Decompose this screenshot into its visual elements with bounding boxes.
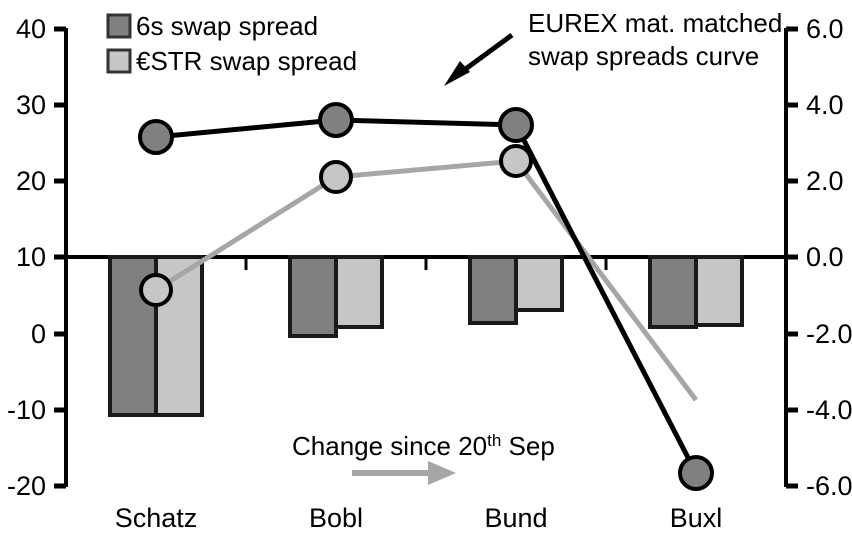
bar-estr-bund [514, 255, 564, 312]
right-tick-label: 6.0 [806, 14, 844, 44]
annotation-eurex-callout: EUREX mat. matched swap spreads curve [444, 8, 782, 86]
right-tick-label: 2.0 [806, 166, 844, 196]
left-tick-label: 20 [16, 166, 46, 196]
left-axis-tick-labels: 40 30 20 10 0 -10 -20 [7, 14, 46, 501]
line-series-eurex-curve [155, 117, 699, 475]
right-axis [784, 26, 798, 489]
bar-6s-schatz [108, 255, 158, 417]
category-label-buxl: Buxl [670, 503, 723, 533]
left-tick-label: 10 [16, 242, 46, 272]
left-tick-label: 40 [16, 14, 46, 44]
data-point-marker [498, 107, 534, 143]
right-tick-label: 0.0 [806, 242, 844, 272]
bar-group-bobl [288, 255, 384, 338]
data-point-marker [139, 273, 173, 307]
bar-estr-bobl [334, 255, 384, 329]
legend-label-estr: €STR swap spread [136, 46, 357, 76]
bar-6s-bobl [288, 255, 338, 338]
annotation-change-superscript: th [487, 431, 501, 450]
legend-swatch-estr [106, 48, 132, 74]
category-label-bund: Bund [484, 503, 547, 533]
right-tick-label: -2.0 [806, 319, 852, 349]
chart-legend: 6s swap spread €STR swap spread [106, 11, 357, 76]
annotation-eurex-line2: swap spreads curve [528, 41, 759, 71]
right-tick-label: -4.0 [806, 395, 852, 425]
left-tick-label: 0 [31, 319, 46, 349]
annotation-change-since-sep: Change since 20th Sep [292, 431, 555, 485]
category-axis-labels: Schatz Bobl Bund Buxl [115, 503, 723, 533]
annotation-change-text: Change since 20th Sep [292, 431, 555, 461]
left-tick-label: -20 [7, 471, 46, 501]
category-label-bobl: Bobl [309, 503, 363, 533]
right-tick-label: -6.0 [806, 471, 852, 501]
right-arrow-icon [352, 461, 456, 485]
annotation-change-suffix: Sep [501, 431, 555, 461]
data-point-marker [138, 119, 174, 155]
bar-6s-buxl [648, 255, 698, 329]
left-tick-label: 30 [16, 90, 46, 120]
right-axis-tick-labels: 6.0 4.0 2.0 0.0 -2.0 -4.0 -6.0 [806, 14, 852, 501]
line-series-change-since-sep [154, 158, 698, 402]
data-point-marker [678, 455, 714, 491]
data-point-marker [319, 160, 353, 194]
markers-change-since-sep [139, 144, 533, 307]
category-label-schatz: Schatz [115, 503, 198, 533]
bar-group-buxl [648, 255, 744, 329]
left-axis [54, 26, 68, 489]
legend-label-6s: 6s swap spread [136, 11, 318, 41]
left-tick-label: -10 [7, 395, 46, 425]
data-point-marker [499, 144, 533, 178]
annotation-eurex-line1: EUREX mat. matched [528, 8, 782, 38]
bar-estr-buxl [694, 255, 744, 327]
markers-eurex-curve [138, 102, 714, 491]
bar-6s-bund [468, 255, 518, 325]
bar-group-bund [468, 255, 564, 325]
legend-swatch-6s [106, 13, 132, 39]
data-point-marker [318, 102, 354, 138]
down-left-arrow-icon [444, 32, 514, 86]
right-tick-label: 4.0 [806, 90, 844, 120]
annotation-change-prefix: Change since 20 [292, 431, 487, 461]
